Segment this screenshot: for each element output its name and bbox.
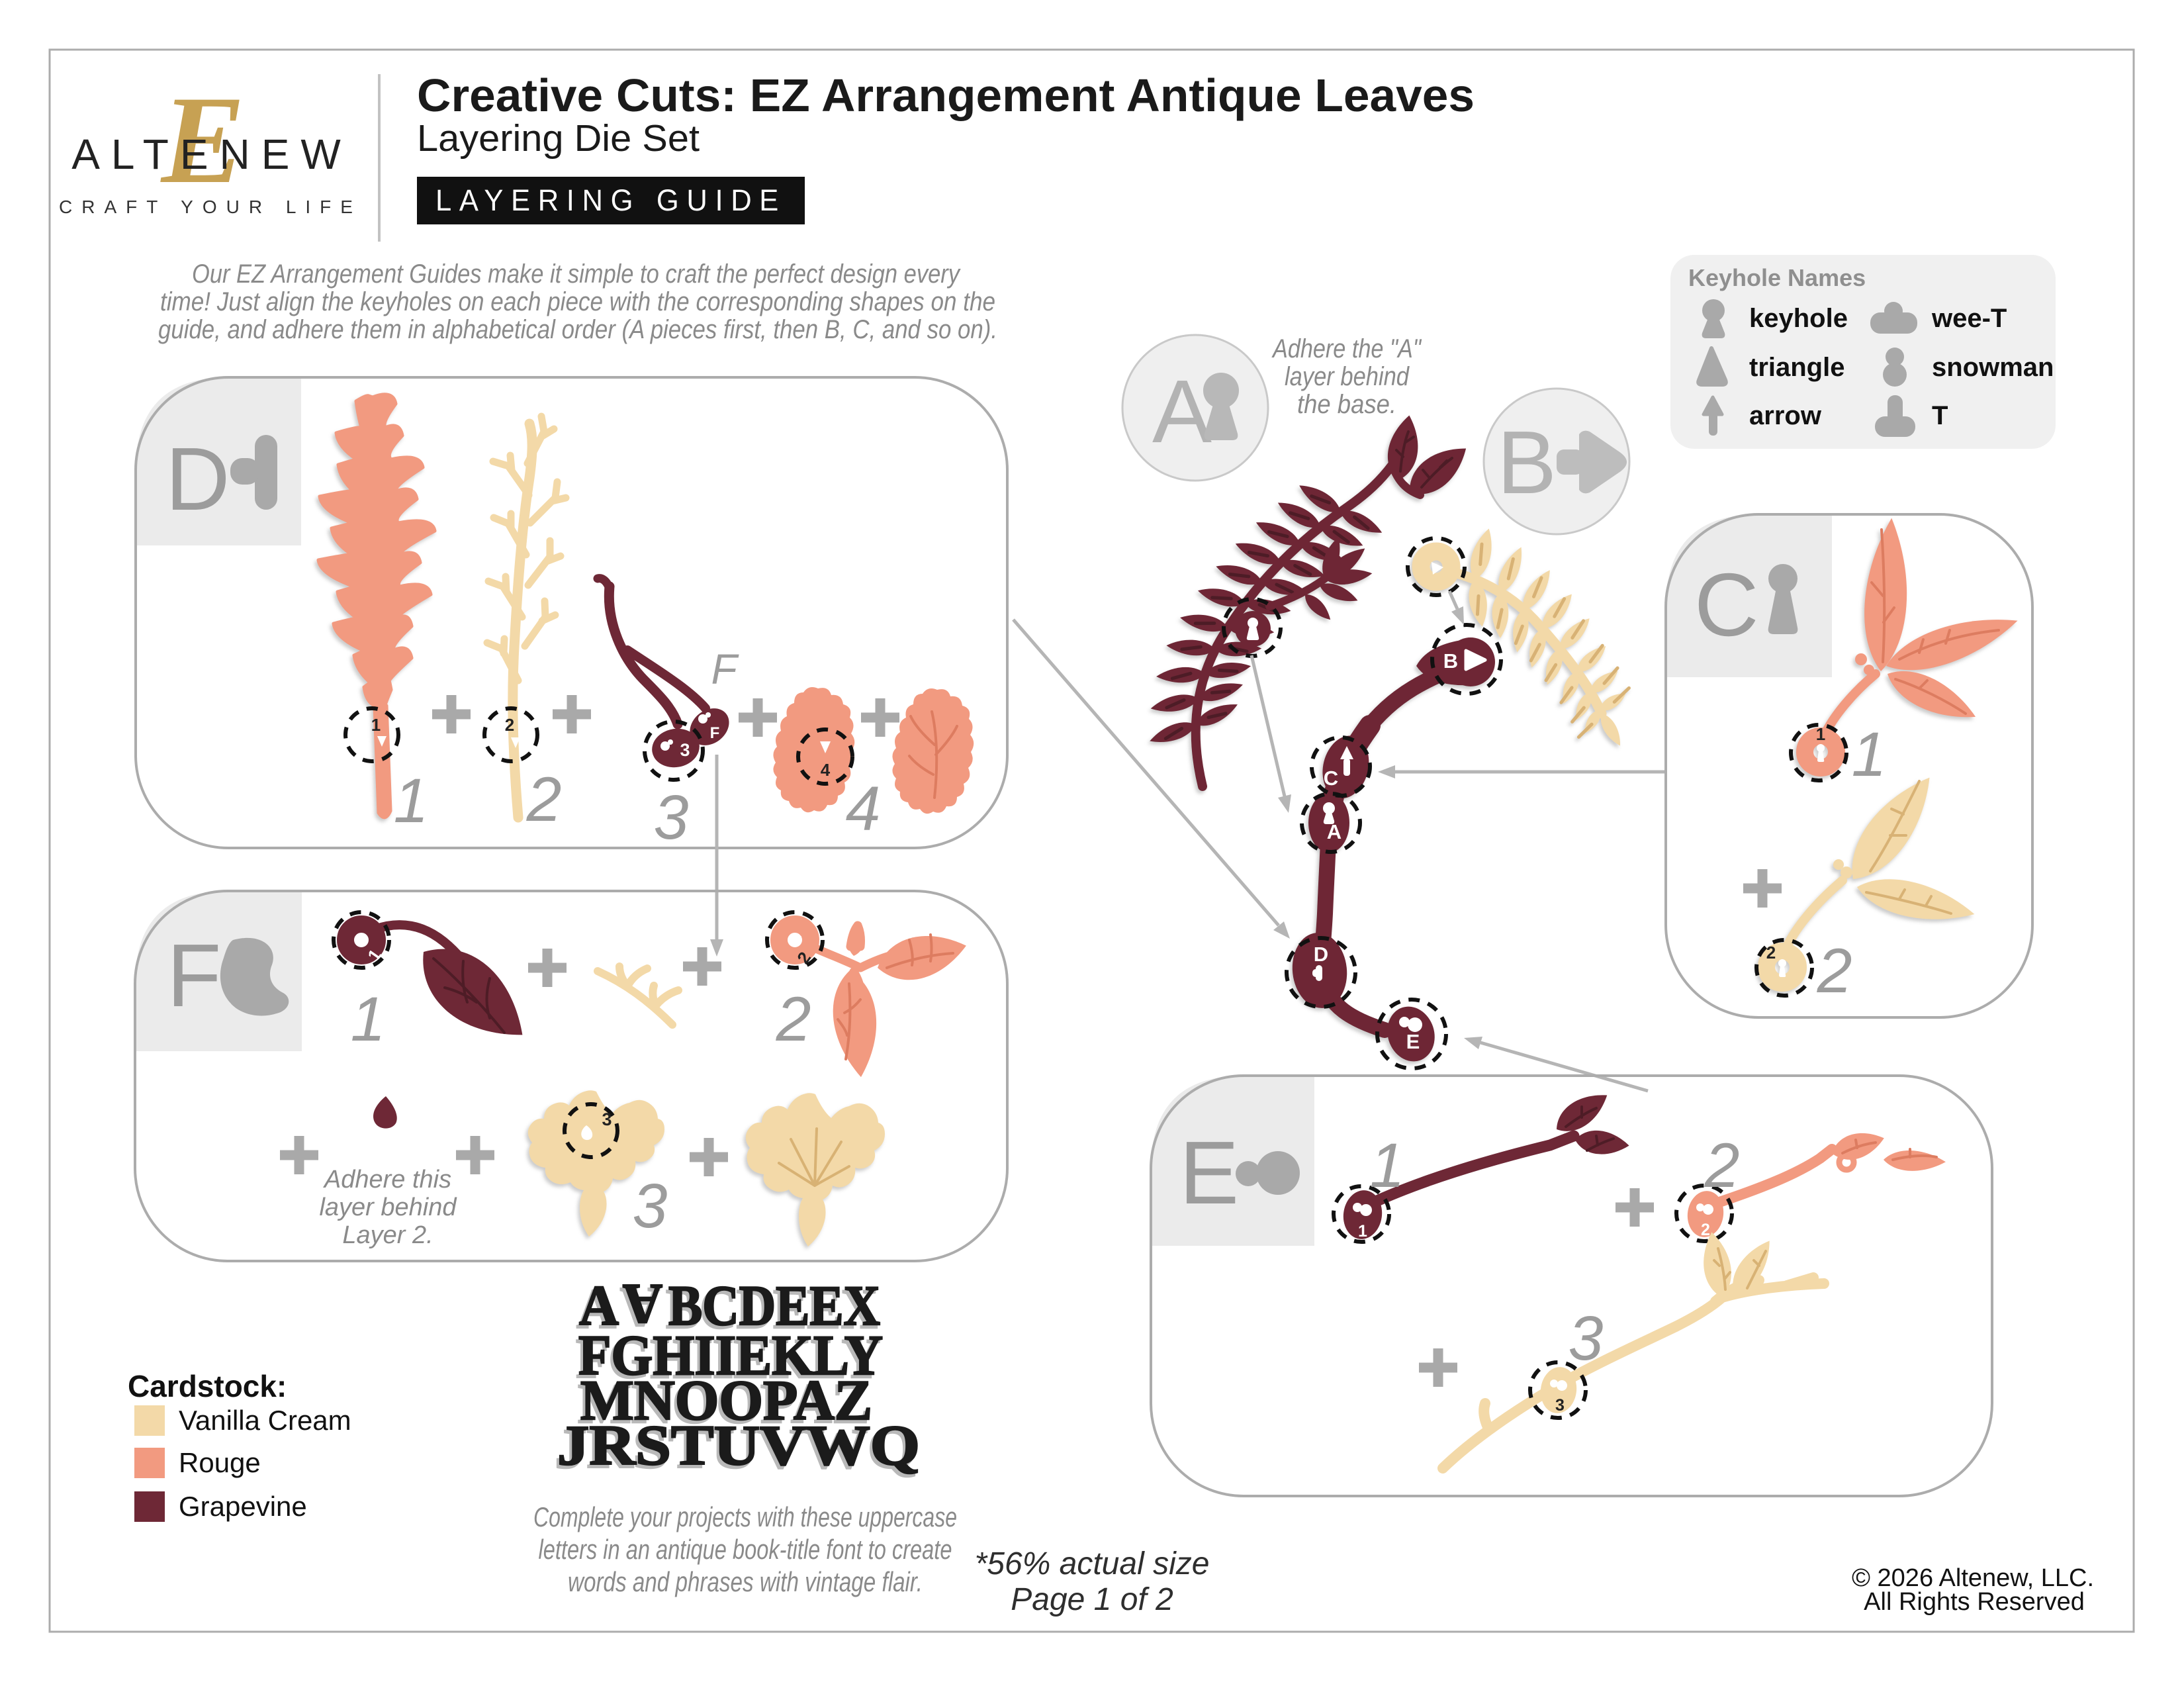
svg-text:1: 1 — [1370, 1131, 1405, 1201]
svg-text:2: 2 — [776, 984, 811, 1055]
svg-text:FGHIIEKLY: FGHIIEKLY — [578, 1323, 883, 1387]
svg-text:3: 3 — [1555, 1396, 1565, 1415]
svg-text:1: 1 — [1358, 1222, 1367, 1241]
svg-text:A: A — [620, 1276, 660, 1339]
svg-text:D: D — [165, 429, 230, 529]
svg-text:3: 3 — [1569, 1303, 1604, 1374]
svg-text:2: 2 — [526, 765, 562, 835]
svg-text:Our EZ Arrangement Guides make: Our EZ Arrangement Guides make it simple… — [192, 259, 962, 289]
svg-text:the base.: the base. — [1297, 390, 1396, 419]
svg-text:BCDEEX: BCDEEX — [666, 1277, 878, 1340]
svg-text:FGHIIEKLY: FGHIIEKLY — [576, 1327, 880, 1390]
svg-text:1: 1 — [371, 715, 381, 735]
svg-text:3: 3 — [654, 782, 689, 853]
svg-text:Grapevine: Grapevine — [179, 1491, 307, 1522]
svg-text:Adhere the "A": Adhere the "A" — [1271, 334, 1422, 363]
svg-text:Vanilla Cream: Vanilla Cream — [179, 1405, 351, 1436]
svg-text:layer behind: layer behind — [319, 1194, 457, 1221]
svg-text:Layer 2.: Layer 2. — [342, 1221, 433, 1249]
svg-text:A: A — [579, 1274, 619, 1337]
svg-text:MNOOPAZ: MNOOPAZ — [578, 1372, 870, 1435]
svg-text:layer behind: layer behind — [1285, 362, 1410, 391]
svg-text:1: 1 — [1852, 720, 1887, 790]
svg-text:guide, and adhere them in alph: guide, and adhere them in alphabetical o… — [158, 315, 997, 344]
svg-text:Layering Die Set: Layering Die Set — [417, 117, 700, 160]
svg-text:3: 3 — [680, 740, 690, 760]
svg-text:C: C — [1694, 555, 1759, 655]
svg-text:F: F — [711, 645, 739, 693]
svg-text:ALTENEW: ALTENEW — [71, 130, 352, 178]
svg-text:4: 4 — [821, 760, 831, 780]
svg-text:4: 4 — [846, 774, 881, 844]
svg-text:A: A — [576, 1277, 616, 1340]
svg-text:BCDEEX: BCDEEX — [668, 1274, 880, 1337]
svg-text:All Rights Reserved: All Rights Reserved — [1864, 1588, 2085, 1616]
svg-text:Adhere this: Adhere this — [323, 1166, 451, 1194]
svg-text:E: E — [1406, 1030, 1420, 1053]
svg-text:CRAFT YOUR LIFE: CRAFT YOUR LIFE — [59, 197, 362, 217]
svg-text:JRSTUVWQ: JRSTUVWQ — [557, 1413, 920, 1477]
svg-text:JRSTUVWQ: JRSTUVWQ — [555, 1417, 917, 1480]
svg-text:B: B — [1443, 649, 1458, 673]
svg-text:2: 2 — [1701, 1221, 1710, 1239]
svg-text:3: 3 — [602, 1109, 612, 1129]
svg-text:LAYERING GUIDE: LAYERING GUIDE — [435, 183, 786, 217]
svg-text:A: A — [1327, 820, 1342, 843]
svg-text:Complete your projects with th: Complete your projects with these upperc… — [533, 1501, 957, 1532]
svg-text:*56% actual size: *56% actual size — [975, 1546, 1210, 1581]
svg-text:1: 1 — [1816, 724, 1825, 744]
svg-text:MNOOPAZ: MNOOPAZ — [580, 1368, 872, 1432]
svg-text:A: A — [623, 1272, 662, 1336]
svg-text:2: 2 — [505, 715, 514, 735]
svg-text:Creative Cuts: EZ Arrangement: Creative Cuts: EZ Arrangement Antique Le… — [417, 70, 1475, 121]
svg-text:time! Just align the keyholes: time! Just align the keyholes on each pi… — [160, 287, 995, 316]
svg-text:B: B — [1497, 412, 1557, 512]
svg-text:letters in an antique book-tit: letters in an antique book-title font to… — [539, 1534, 952, 1565]
svg-text:2: 2 — [1766, 943, 1776, 962]
svg-text:keyhole: keyhole — [1749, 304, 1848, 333]
svg-text:Cardstock:: Cardstock: — [128, 1369, 287, 1403]
svg-text:1: 1 — [351, 984, 386, 1055]
svg-text:3: 3 — [633, 1171, 668, 1241]
svg-text:snowman: snowman — [1932, 353, 2054, 382]
svg-text:Page 1 of 2: Page 1 of 2 — [1011, 1582, 1173, 1617]
svg-text:Rouge: Rouge — [179, 1447, 261, 1478]
svg-text:© 2026 Altenew, LLC.: © 2026 Altenew, LLC. — [1852, 1564, 2094, 1592]
svg-text:Keyhole Names: Keyhole Names — [1688, 264, 1866, 291]
svg-text:arrow: arrow — [1749, 401, 1822, 430]
svg-text:A: A — [1152, 361, 1212, 461]
svg-text:wee-T: wee-T — [1931, 304, 2007, 333]
svg-text:C: C — [1324, 767, 1338, 790]
svg-text:triangle: triangle — [1749, 353, 1844, 382]
svg-text:2: 2 — [1704, 1131, 1740, 1201]
svg-text:1: 1 — [394, 766, 429, 836]
svg-text:T: T — [1932, 401, 1948, 430]
svg-text:F: F — [710, 724, 720, 742]
svg-text:F: F — [167, 925, 221, 1025]
svg-text:2: 2 — [1817, 936, 1852, 1006]
svg-text:D: D — [1314, 943, 1328, 966]
svg-text:words and phrases with vintage: words and phrases with vintage flair. — [568, 1566, 923, 1597]
svg-text:E: E — [1179, 1123, 1239, 1223]
svg-text:E: E — [160, 71, 246, 210]
